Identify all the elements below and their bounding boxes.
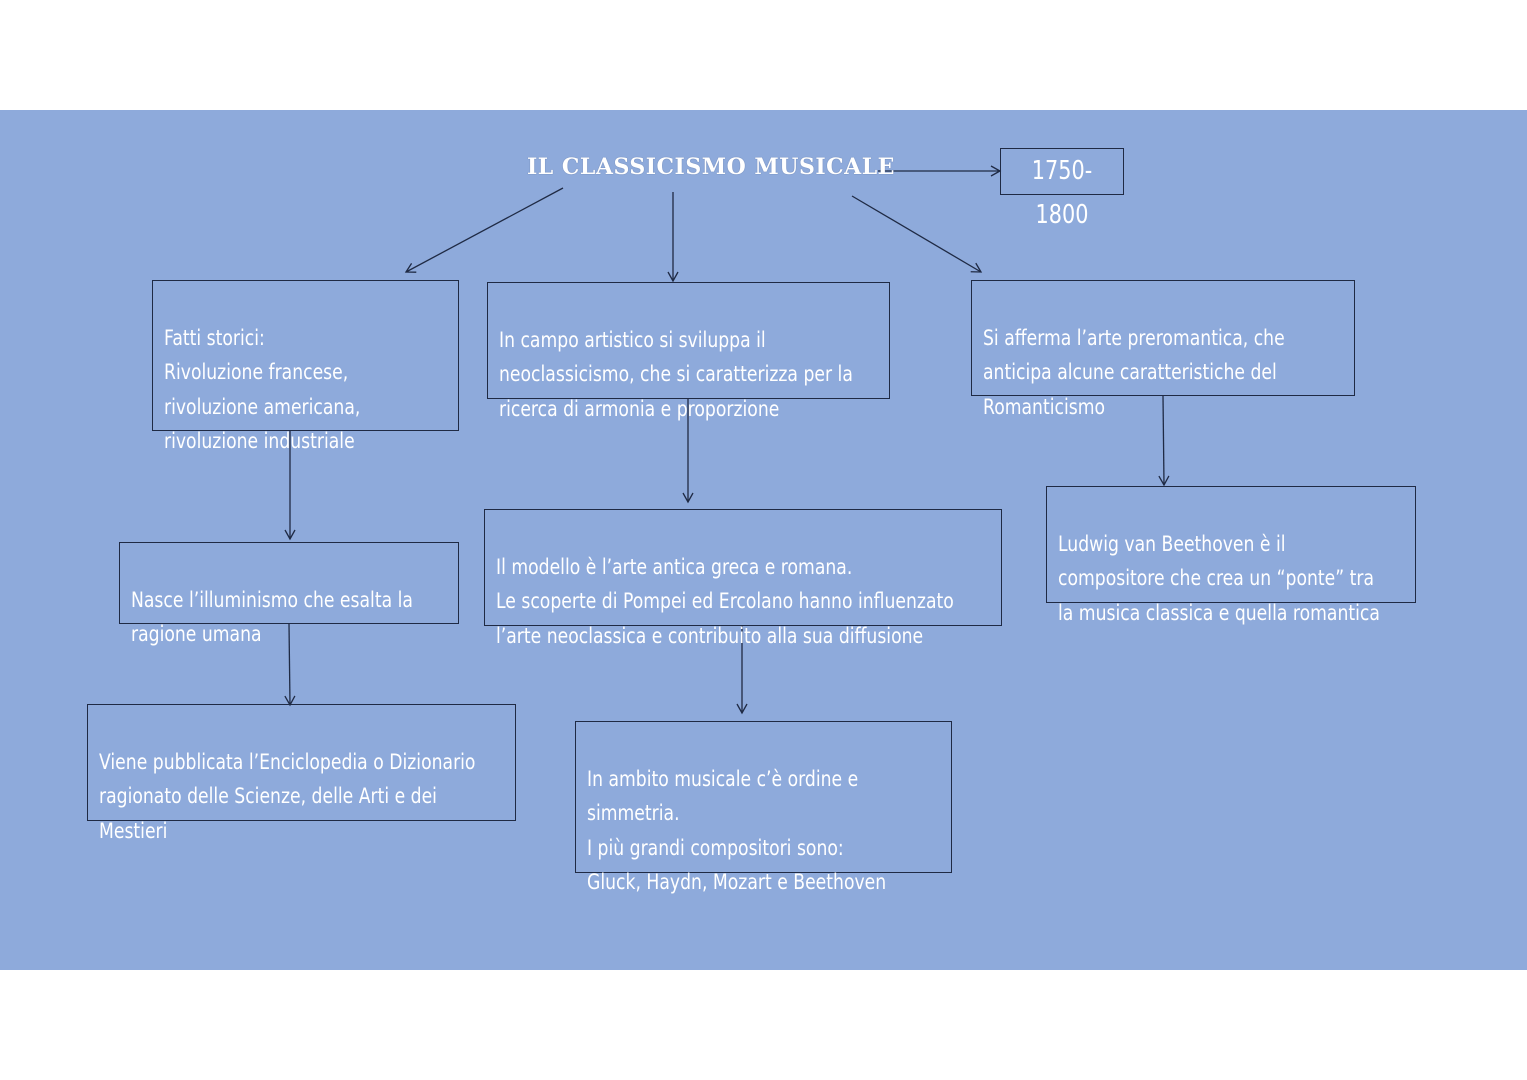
node-ambito-musicale: In ambito musicale c’è ordine e simmetri… [575,721,952,894]
date-range-label: 1750-1800 [1031,156,1093,230]
date-range-box: 1750-1800 [1000,148,1124,230]
node-enciclopedia: Viene pubblicata l’Enciclopedia o Dizion… [87,704,516,843]
diagram-title: IL CLASSICISMO MUSICALE [527,154,895,180]
node-enciclopedia-text: Viene pubblicata l’Enciclopedia o Dizion… [99,749,476,843]
node-illuminismo-text: Nasce l’illuminismo che esalta la ragion… [131,587,413,647]
node-modello-arte-antica: Il modello è l’arte antica greca e roman… [484,509,1002,648]
node-beethoven: Ludwig van Beethoven è il compositore ch… [1046,486,1416,625]
node-campo-artistico: In campo artistico si sviluppa il neocla… [487,282,890,421]
node-modello-arte-antica-text: Il modello è l’arte antica greca e roman… [496,554,954,648]
node-ambito-musicale-text: In ambito musicale c’è ordine e simmetri… [587,766,887,895]
node-arte-preromantica-text: Si afferma l’arte preromantica, che anti… [983,325,1285,419]
diagram-background [0,110,1527,970]
node-fatti-storici-text: Fatti storici: Rivoluzione francese, riv… [164,325,361,454]
node-campo-artistico-text: In campo artistico si sviluppa il neocla… [499,327,853,421]
node-beethoven-text: Ludwig van Beethoven è il compositore ch… [1058,531,1380,625]
node-illuminismo: Nasce l’illuminismo che esalta la ragion… [119,542,459,646]
node-fatti-storici: Fatti storici: Rivoluzione francese, riv… [152,280,459,453]
node-arte-preromantica: Si afferma l’arte preromantica, che anti… [971,280,1355,419]
